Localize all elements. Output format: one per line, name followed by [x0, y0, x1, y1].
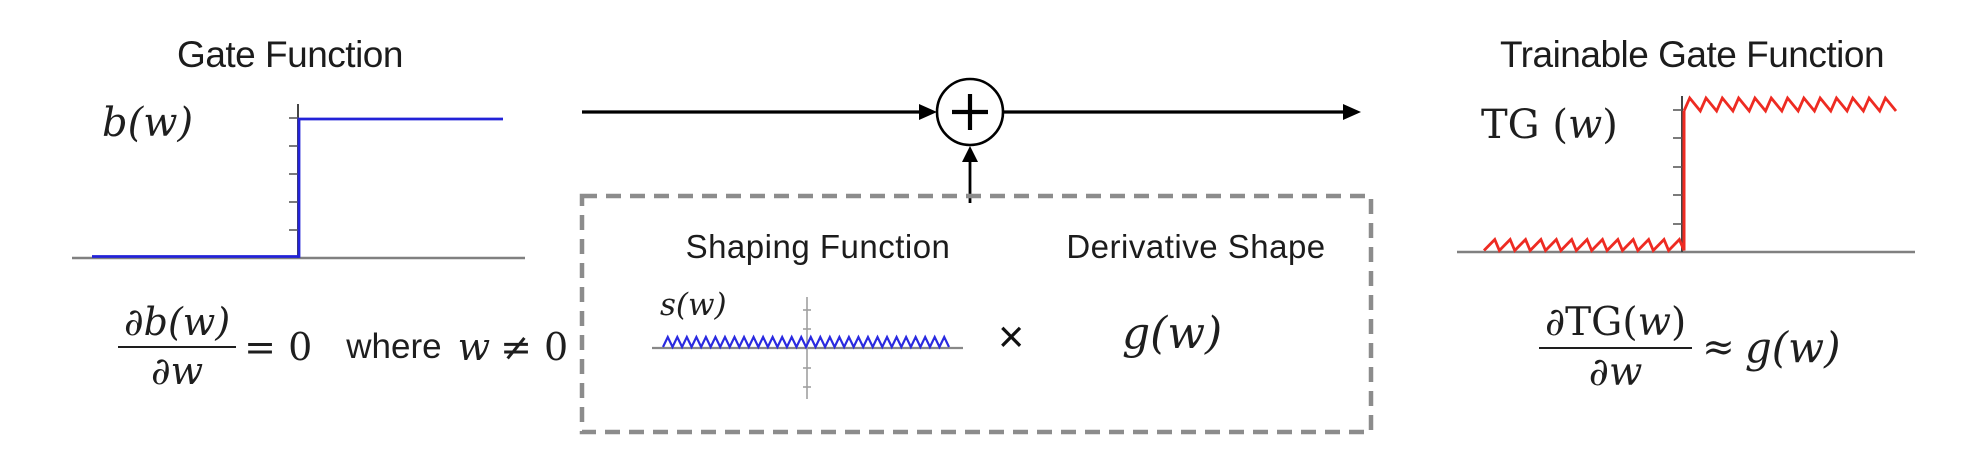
- trainable-y-axis-label: TG (w): [1481, 102, 1618, 148]
- shaping-y-axis-label: s(w): [660, 287, 727, 323]
- gate-y-axis-label: b(w): [102, 100, 194, 146]
- gate-derivative-formula: ∂b(w) ∂w = 0 where w ≠ 0: [118, 301, 568, 392]
- w-var: w: [1637, 300, 1671, 345]
- gate-step-curve: [92, 117, 503, 258]
- derivative-shape-symbol: g(w): [1122, 308, 1223, 359]
- equals-zero: = 0: [244, 324, 313, 369]
- flow-arrows: [582, 77, 1361, 203]
- gate-y-ticks: [289, 117, 298, 231]
- fraction-numerator: ∂TG(w): [1539, 301, 1692, 345]
- gate-fraction: ∂b(w) ∂w: [118, 300, 237, 393]
- where-word: where: [346, 326, 442, 366]
- shaping-y-ticks: [803, 309, 811, 388]
- condition-rest: ≠ 0: [500, 324, 569, 369]
- g-of-w: g(w): [1744, 323, 1841, 373]
- shaping-box-outline: [579, 193, 1374, 435]
- arrowhead-up-into-sum: [962, 146, 978, 162]
- fraction-denominator: ∂w: [150, 348, 204, 393]
- arrowhead-output: [1343, 104, 1361, 120]
- trainable-gate-title: Trainable Gate Function: [1499, 34, 1885, 75]
- trainable-fraction: ∂TG(w) ∂w: [1539, 301, 1693, 395]
- trainable-y-ticks: [1673, 109, 1682, 225]
- shaping-plot: [652, 297, 963, 399]
- trainable-high-sawtooth: [1682, 95, 1898, 114]
- trainable-derivative-formula: ∂TG(w) ∂w ≈ g(w): [1539, 301, 1840, 394]
- derivative-shape-label: Derivative Shape: [1066, 228, 1326, 265]
- tg-label-close: ): [1602, 102, 1618, 148]
- fraction-denominator: ∂w: [1588, 349, 1643, 395]
- condition-variable: w: [457, 324, 491, 369]
- trainable-low-sawtooth: [1482, 237, 1686, 253]
- shaping-sawtooth-curve: [662, 334, 950, 350]
- shaping-function-label: Shaping Function: [685, 228, 951, 265]
- plus-icon: [952, 94, 988, 130]
- tg-fn: TG(: [1565, 300, 1638, 345]
- partial-symbol: ∂: [1545, 300, 1566, 345]
- approx-symbol: ≈: [1702, 325, 1735, 371]
- gate-plot: [72, 104, 525, 260]
- tg-label-fn: TG (: [1481, 102, 1568, 148]
- arrowhead-into-sum: [919, 104, 937, 120]
- fraction-bar: [1539, 346, 1693, 349]
- fraction-bar: [118, 345, 237, 348]
- multiply-icon: ×: [998, 311, 1025, 362]
- close-paren: ): [1670, 300, 1687, 345]
- trainable-plot: [1457, 95, 1915, 254]
- tg-label-var: w: [1567, 102, 1603, 148]
- fraction-numerator: ∂b(w): [124, 300, 231, 344]
- gate-function-title: Gate Function: [177, 34, 403, 75]
